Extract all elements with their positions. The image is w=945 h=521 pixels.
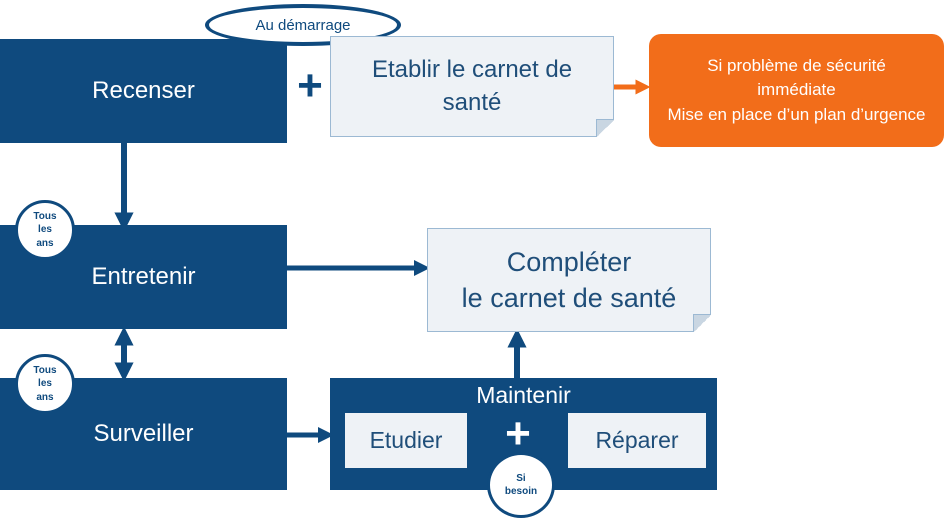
urgence-text: Si problème de sécurité immédiate Mise e… (667, 55, 926, 124)
badge-entretenir-text: Tous les ans (33, 210, 57, 249)
badge-surveiller: Tous les ans (15, 354, 75, 414)
badge-entretenir: Tous les ans (15, 200, 75, 260)
stage-recenser: Recenser (0, 39, 287, 143)
badge-maintenir: Si besoin (487, 452, 555, 518)
note-completer-text: Compléter le carnet de santé (461, 246, 677, 313)
page-fold-icon (693, 314, 711, 332)
action-reparer-label: Réparer (595, 427, 679, 453)
action-reparer: Réparer (568, 413, 706, 468)
plus-recenser: + (297, 61, 323, 110)
urgence-box: Si problème de sécurité immédiate Mise e… (649, 34, 944, 147)
plus-maintenir: + (505, 409, 531, 458)
note-etablir-carnet: Etablir le carnet de santé (330, 36, 614, 137)
stage-entretenir-label: Entretenir (91, 263, 196, 290)
badge-surveiller-text: Tous les ans (33, 364, 57, 403)
badge-maintenir-text: Si besoin (504, 472, 538, 498)
page-fold-icon (596, 119, 614, 137)
note-completer-carnet: Compléter le carnet de santé (427, 228, 711, 332)
start-label: Au démarrage (255, 16, 351, 34)
stage-maintenir-label: Maintenir (476, 382, 571, 408)
action-etudier: Etudier (345, 413, 467, 468)
action-etudier-label: Etudier (369, 427, 443, 453)
note-etablir-text: Etablir le carnet de santé (371, 56, 573, 116)
stage-surveiller-label: Surveiller (93, 420, 194, 447)
stage-recenser-label: Recenser (92, 77, 195, 104)
